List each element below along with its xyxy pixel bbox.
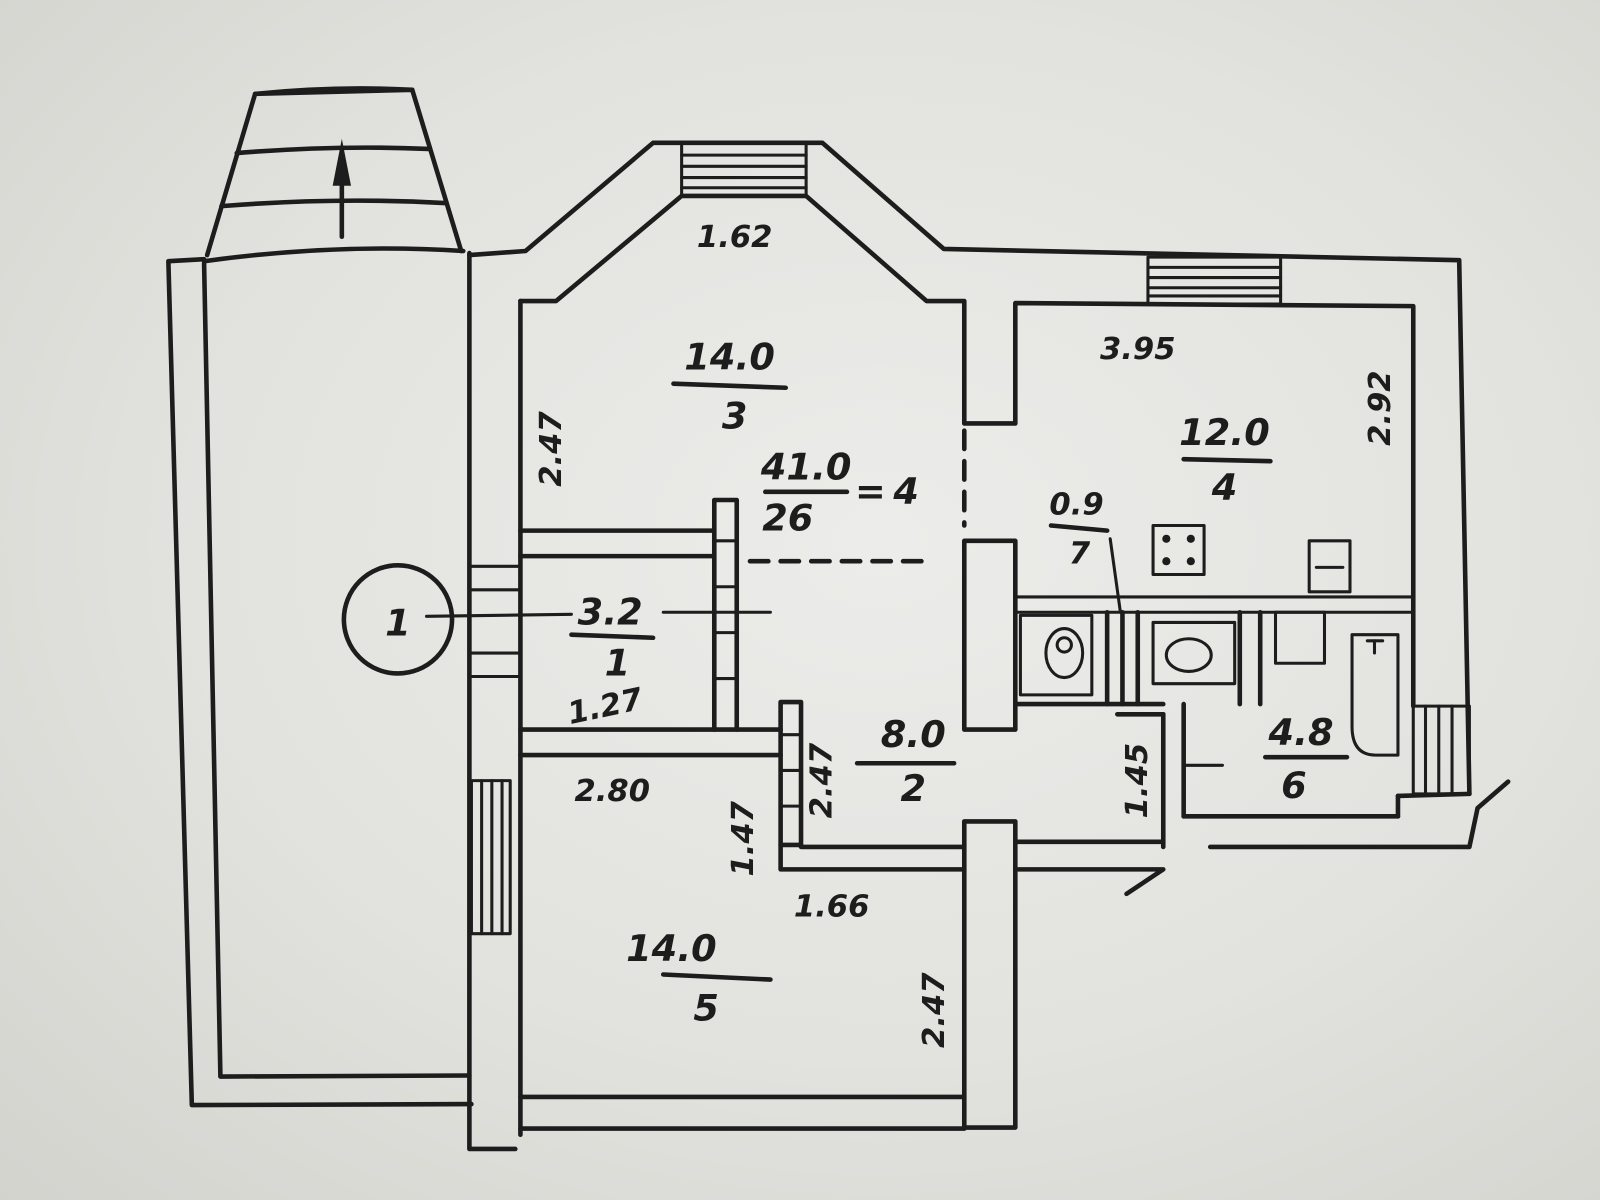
corridor-dimension-b: 1.47 [726,800,761,876]
marker-leader [425,612,573,618]
stove-burner [1186,534,1195,543]
kitchen-fixtures [1013,523,1415,614]
bay-window-dimension: 1.62 [697,220,773,255]
hall-number: 1 [605,642,631,685]
room-5-dimension-left: 2.80 [574,774,650,809]
stair-step [252,86,415,97]
stair-outline [204,87,464,258]
room-3-wall-dimension: 2.47 [534,411,569,487]
stove-burner [1186,557,1195,566]
fraction-bar-room-3 [671,381,789,391]
summary-sign: = [855,470,886,513]
window-frame [1146,255,1283,306]
room-3-area: 14.0 [684,335,775,378]
table-icon [1307,539,1352,594]
room-3-number: 3 [722,395,748,438]
exterior-wall-bottom [1016,867,1166,897]
loggia [166,256,474,1108]
stove-burner [1162,557,1171,566]
leader-line [1108,537,1122,614]
loggia-marker-number: 1 [385,602,411,645]
window-kitchen [1146,255,1283,306]
hall-area: 3.2 [578,590,643,633]
interior-partitions [518,428,1401,1131]
exterior-wall-left-outer [467,250,518,1152]
exterior-wall-top-outer [467,140,1472,797]
window-frame [1411,704,1471,796]
bath-dimension: 1.45 [1120,743,1155,819]
room-5-wall-dimension: 2.47 [917,972,952,1048]
loggia-outer-line [166,256,474,1108]
window-hall [467,564,522,679]
kitchen-depth-dimension: 2.92 [1363,370,1398,446]
wall-block [711,497,740,732]
sink-basin [1164,637,1213,673]
window-right [1411,704,1471,796]
fraction-bar-wc [1048,523,1110,533]
toilet-icon [1018,613,1094,697]
marker-circle [341,563,455,676]
sanitary-fixtures [1018,610,1400,757]
bathtub-outline [1350,633,1400,757]
kitchen-number: 4 [1211,466,1238,509]
bath-area: 4.8 [1267,711,1333,754]
corridor-dimension-a: 2.47 [805,742,840,818]
window-room-5 [469,779,512,936]
corridor-area: 8.0 [881,713,946,756]
window-frame [680,141,808,198]
wall-block [961,538,1018,732]
fraction-bar-kitchen [1181,456,1273,464]
wall-block [778,699,804,848]
summary-top-value: 41.0 [760,446,852,489]
partition-line [778,842,967,872]
stair-step [201,246,466,264]
summary-value: 4 [892,470,919,513]
loggia-inner-line [201,260,472,1079]
kitchen-area: 12.0 [1179,411,1270,454]
stove-icon [1151,523,1206,577]
kitchen-width-dimension: 3.95 [1100,332,1176,367]
stove-burner [1162,534,1171,543]
room-5-dimension-right: 1.66 [794,889,870,924]
room-5-area: 14.0 [626,927,717,970]
exterior-wall-bottom-right-outer [1207,779,1511,850]
room-5-number: 5 [693,986,719,1029]
sink-icon [1151,620,1237,686]
bathtub-icon [1350,633,1400,757]
stair-step [219,198,448,209]
fraction-lines [569,381,1350,982]
loggia-marker [341,563,772,676]
toilet-seat [1055,636,1073,654]
wc-area: 0.9 [1049,487,1103,522]
stair-step [234,145,431,156]
wall-block [961,819,1018,1130]
wc-number: 7 [1069,536,1091,571]
staircase [201,86,466,264]
corridor-number: 2 [900,767,926,810]
toilet-outline [1018,613,1094,697]
bath-number: 6 [1281,764,1307,807]
summary-bottom-value: 26 [762,497,813,540]
fraction-bar-room-5 [660,972,773,982]
window-bay [680,141,808,198]
window-frame [467,564,522,679]
stove-body [1151,523,1206,577]
table-body [1307,539,1352,594]
stair-arrow-head [332,138,352,186]
fraction-bar-hall [569,632,656,641]
hall-dimension: 1.27 [565,682,647,732]
sink-outline [1151,620,1237,686]
washbasin-icon [1273,610,1327,665]
toilet-bowl [1044,627,1085,680]
